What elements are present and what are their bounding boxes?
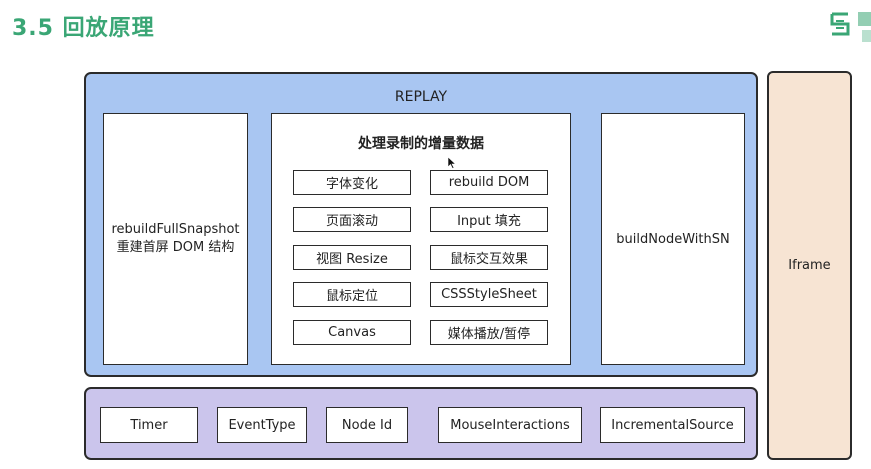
incremental-item: 字体变化 (293, 170, 411, 195)
iframe-label: Iframe (788, 258, 831, 273)
rebuild-full-snapshot-box: rebuildFullSnapshot 重建首屏 DOM 结构 (103, 113, 248, 365)
incremental-item: 媒体播放/暂停 (430, 320, 548, 345)
incremental-item: Canvas (293, 320, 411, 345)
incremental-data-title: 处理录制的增量数据 (358, 136, 484, 152)
incremental-item: 鼠标定位 (293, 282, 411, 307)
replay-container: REPLAY rebuildFullSnapshot 重建首屏 DOM 结构 处… (84, 72, 758, 377)
incremental-item: 鼠标交互效果 (430, 245, 548, 270)
incremental-item: Input 填充 (430, 207, 548, 232)
incremental-item: CSSStyleSheet (430, 282, 548, 307)
types-container: Timer EventType Node Id MouseInteraction… (84, 387, 758, 460)
replay-title: REPLAY (394, 89, 448, 105)
type-item: MouseInteractions (438, 407, 582, 443)
build-node-box: buildNodeWithSN (601, 113, 745, 365)
type-item: EventType (217, 407, 307, 443)
incremental-data-box: 处理录制的增量数据 字体变化 rebuild DOM 页面滚动 Input 填充… (271, 113, 571, 365)
build-node-label: buildNodeWithSN (616, 231, 730, 247)
iframe-box: Iframe (767, 71, 852, 460)
rebuild-dom-structure-label: 重建首屏 DOM 结构 (116, 240, 235, 255)
incremental-item: rebuild DOM (430, 170, 548, 195)
incremental-item: 视图 Resize (293, 245, 411, 270)
type-item: Node Id (326, 407, 408, 443)
brand-logo-icon (830, 12, 871, 42)
page-title: 3.5 回放原理 (12, 16, 155, 41)
type-item: Timer (100, 407, 198, 443)
type-item: IncrementalSource (600, 407, 745, 443)
incremental-item: 页面滚动 (293, 207, 411, 232)
rebuild-full-snapshot-label: rebuildFullSnapshot (111, 222, 240, 237)
mouse-cursor-icon (447, 156, 457, 169)
